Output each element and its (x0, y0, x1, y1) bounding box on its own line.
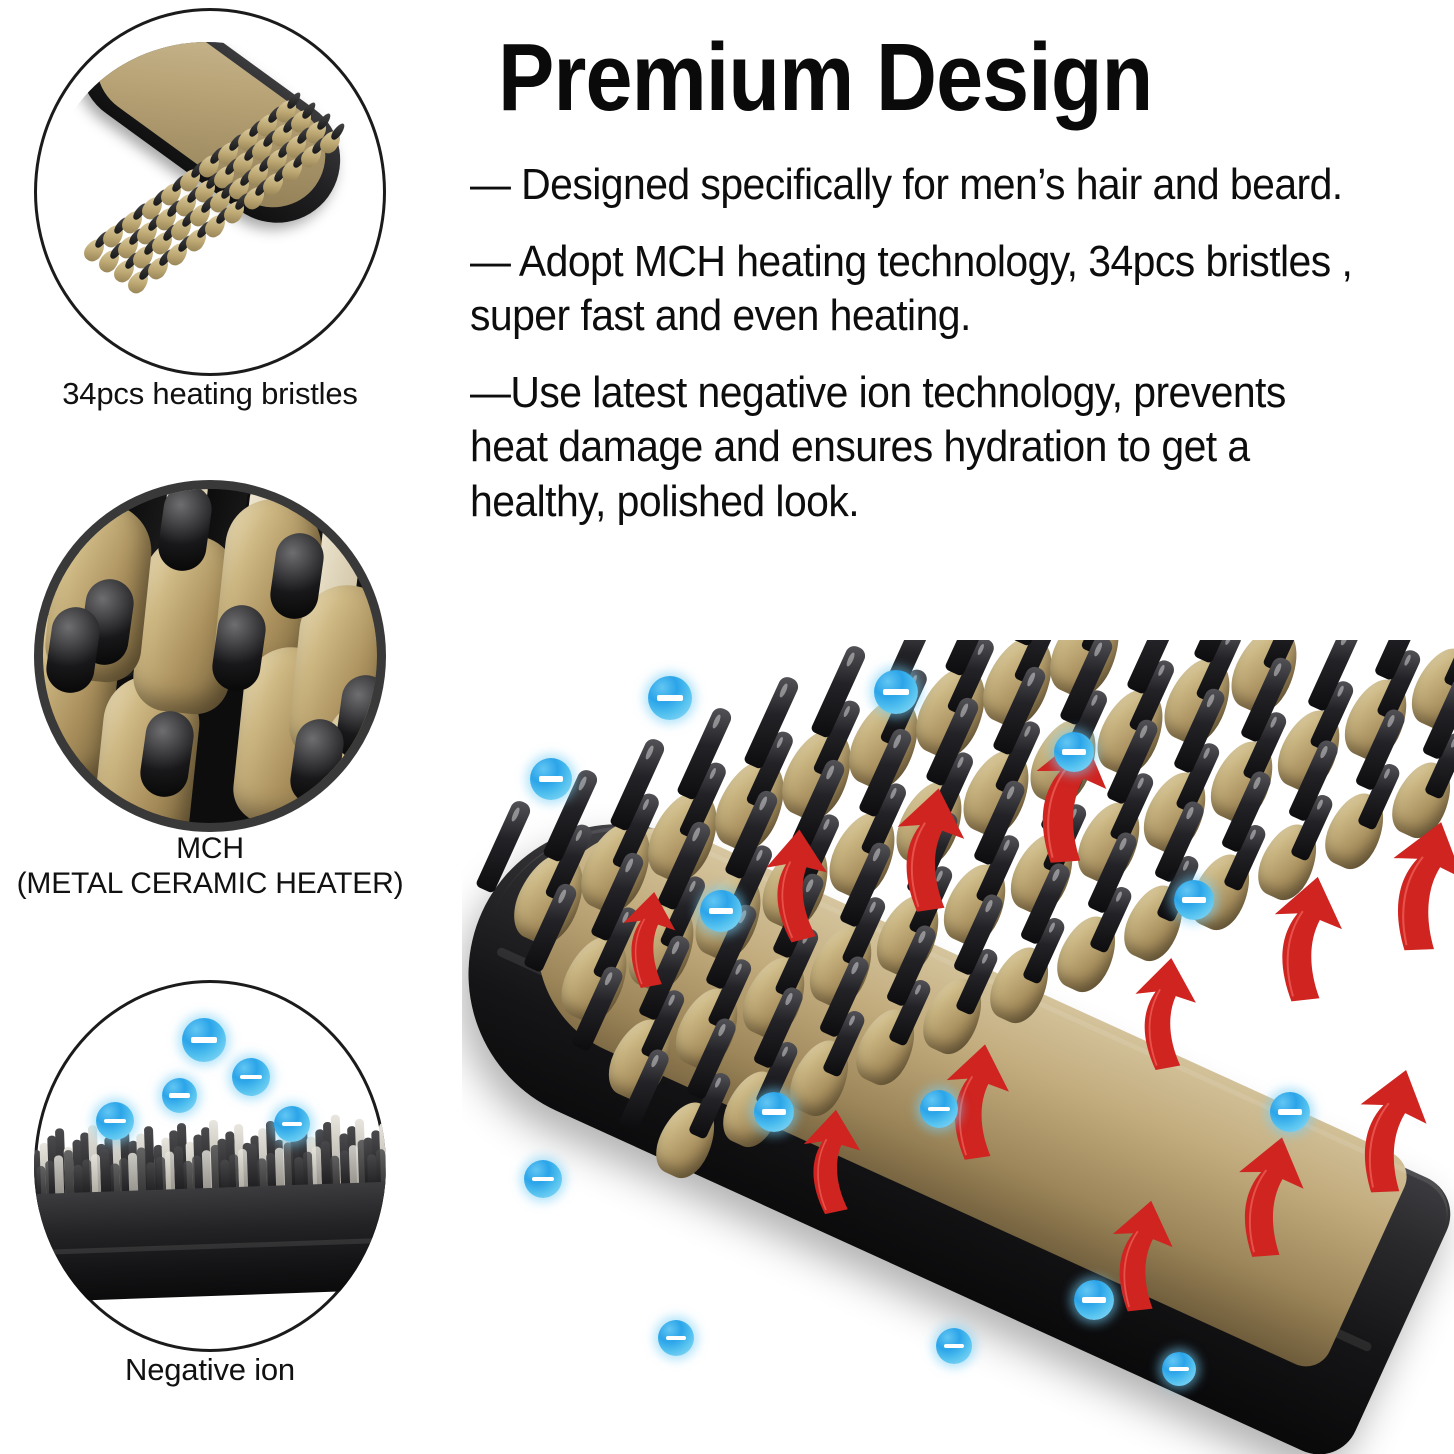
feature-bullet-list: — Designed specifically for men’s hair a… (470, 158, 1420, 551)
negative-ion-badge (524, 1160, 562, 1198)
negative-ion-badge (96, 1102, 134, 1140)
callout-caption-negative-ion: Negative ion (125, 1352, 295, 1387)
brush-head-image (48, 42, 366, 342)
negative-ion-badge (920, 1090, 958, 1128)
content-column: Premium Design — Designed specifically f… (462, 0, 1454, 1454)
negative-ion-badge (182, 1018, 226, 1062)
heat-flow-arrow (1334, 1062, 1441, 1199)
heat-flow-arrow (1216, 1132, 1316, 1263)
feature-bullet: — Designed specifically for men’s hair a… (470, 160, 1343, 209)
heat-flow-arrow (1094, 1197, 1182, 1314)
heat-flow-arrow (1122, 958, 1203, 1070)
negative-ion-badge (658, 1320, 694, 1356)
feature-bullet: — Adopt MCH heating technology, 34pcs br… (470, 236, 1353, 341)
negative-ion-badge (936, 1328, 972, 1364)
callout-sidebar: 34pcs heating bristles MCH (METAL CERAMI… (0, 0, 420, 1454)
negative-ion-badge (754, 1092, 794, 1132)
heat-flow-arrow (930, 1043, 1018, 1162)
negative-ion-badge (1074, 1280, 1114, 1320)
callout-mch: MCH (METAL CERAMIC HEATER) (0, 480, 420, 902)
ceramic-bristle-macro-photo (34, 480, 386, 832)
callout-heating-bristles: 34pcs heating bristles (0, 8, 420, 412)
heat-flow-arrow (1011, 727, 1119, 868)
brush-head-angled-photo (34, 8, 386, 376)
hero-product-photo (462, 640, 1454, 1454)
macro-bristle-image (43, 489, 377, 823)
negative-ion-badge-layer (462, 640, 1454, 1454)
heat-flow-arrow (880, 786, 974, 913)
callout-caption-bristles: 34pcs heating bristles (62, 376, 358, 411)
negative-ion-badge (530, 758, 572, 800)
callout-ring-outline (34, 8, 386, 376)
brush-side-profile-ion-photo (34, 980, 386, 1352)
heat-flow-arrow (1365, 814, 1454, 958)
feature-bullet: —Use latest negative ion technology, pre… (470, 367, 1286, 526)
negative-ion-badge (700, 890, 742, 932)
heat-flow-arrow (790, 1109, 868, 1216)
heat-flow-arrow (750, 827, 838, 944)
negative-ion-badge (274, 1106, 310, 1142)
negative-ion-badge (874, 670, 918, 714)
heat-flow-arrow (1254, 873, 1353, 1005)
negative-ion-badge (232, 1058, 270, 1096)
page-title: Premium Design (498, 24, 1153, 131)
heat-flow-arrow (612, 892, 681, 988)
negative-ion-badge (1270, 1092, 1310, 1132)
callout-caption-mch-line2: (METAL CERAMIC HEATER) (16, 866, 404, 900)
negative-ion-badge (1174, 880, 1214, 920)
negative-ion-badge (648, 676, 692, 720)
callout-caption-mch-line1: MCH (176, 832, 244, 865)
negative-ion-badge (1054, 732, 1094, 772)
callout-ring-thick (34, 480, 386, 832)
callout-negative-ion: Negative ion (0, 980, 420, 1388)
brush-housing (34, 1180, 386, 1304)
negative-ion-badge (1162, 1352, 1196, 1386)
negative-ion-badge (162, 1078, 197, 1113)
